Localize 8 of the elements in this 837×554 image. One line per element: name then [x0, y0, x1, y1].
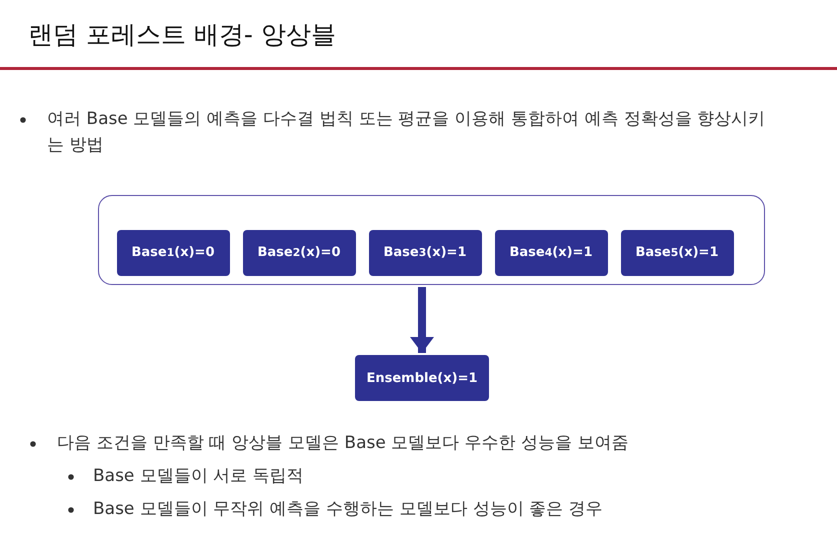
slide-title: 랜덤 포레스트 배경- 앙상블: [28, 19, 336, 51]
container-box: [98, 195, 765, 285]
model-box: Ensemble(x)=1: [355, 355, 489, 401]
arrow: [410, 287, 434, 353]
bullet-text: Base 모델들이 서로 독립적: [93, 465, 305, 488]
bullet-text: Base 모델들이 무작위 예측을 수행하는 모델보다 성능이 좋은 경우: [93, 498, 604, 521]
bullet-text: 여러 Base 모델들의 예측을 다수결 법칙 또는 평균을 이용해 통합하여 예측 정확성을 향상시키는 방법: [47, 108, 766, 157]
bullet-text: 다음 조건을 만족할 때 앙상블 모델은 Base 모델보다 우수한 성능을 보여줌: [57, 432, 630, 455]
